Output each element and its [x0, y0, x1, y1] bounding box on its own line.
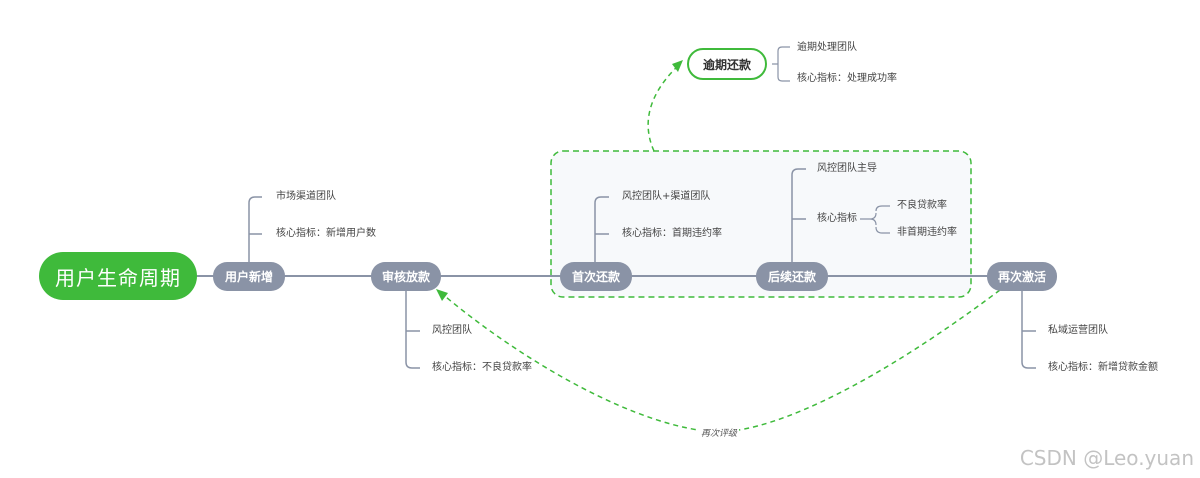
stage-first-repayment[interactable]: 首次还款: [560, 262, 632, 291]
followup-team-leaf: 风控团队主导: [817, 163, 877, 174]
stage-followup-repayment[interactable]: 后续还款: [756, 262, 828, 291]
stage-overdue[interactable]: 逾期还款: [687, 48, 767, 80]
followup-kpi-npl-leaf: 不良贷款率: [897, 200, 947, 211]
to-overdue-arrow: [647, 63, 681, 152]
stage-review[interactable]: 审核放款: [371, 262, 441, 291]
stage-acquire[interactable]: 用户新增: [213, 262, 285, 291]
acquire-kpi-leaf: 核心指标：新增用户数: [276, 228, 376, 239]
root-node[interactable]: 用户生命周期: [39, 252, 197, 300]
followup-kpi-leaf: 核心指标: [817, 213, 857, 224]
reactivate-team-leaf: 私域运营团队: [1048, 325, 1108, 336]
re-rating-label: 再次评级: [699, 426, 740, 439]
first-team-leaf: 风控团队+渠道团队: [622, 191, 711, 202]
review-kpi-leaf: 核心指标：不良贷款率: [432, 362, 532, 373]
acquire-branch: [248, 196, 262, 262]
overdue-branch: [772, 46, 790, 82]
review-team-leaf: 风控团队: [432, 325, 472, 336]
watermark: CSDN @Leo.yuan: [1019, 446, 1194, 470]
followup-kpi-brace: [860, 205, 890, 234]
acquire-team-leaf: 市场渠道团队: [276, 191, 336, 202]
re-rating-arrowhead: [436, 289, 448, 301]
reactivate-kpi-leaf: 核心指标：新增贷款金额: [1048, 362, 1158, 373]
re-rating-curve: [439, 289, 1001, 433]
reactivate-branch: [1021, 290, 1036, 369]
overdue-team-leaf: 逾期处理团队: [797, 42, 857, 53]
stage-reactivate[interactable]: 再次激活: [987, 262, 1057, 291]
first-kpi-leaf: 核心指标：首期违约率: [622, 228, 722, 239]
repayment-group-box: [550, 150, 972, 298]
first-branch: [594, 196, 609, 262]
followup-kpi-nonfirst-leaf: 非首期违约率: [897, 227, 957, 238]
overdue-kpi-leaf: 核心指标：处理成功率: [797, 73, 897, 84]
review-branch: [405, 290, 420, 369]
followup-branch: [791, 168, 806, 262]
to-overdue-arrowhead: [672, 60, 683, 72]
